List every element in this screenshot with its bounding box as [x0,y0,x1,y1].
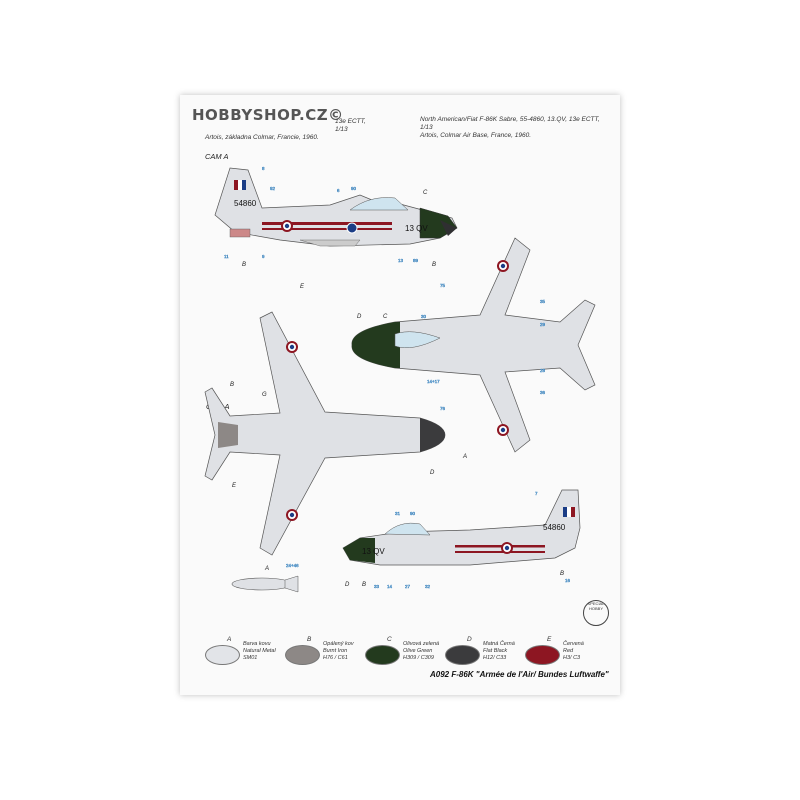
serial-bottom: 54860 [543,523,566,532]
serial-top: 54860 [234,199,257,208]
legend-d-code: H12/ C33 [483,655,507,661]
side-view-bottom: 54860 13 QV D B B [342,489,581,588]
manufacturer-logo: SPECIAL HOBBY [583,600,609,626]
legend-a-en: Natural Metal [243,648,276,654]
letter-c-topview: C [383,314,388,320]
letter-a-topview: A [462,454,467,460]
callout-16: 16 [565,578,571,583]
callouts: 8 92 6 90 11 9 13 89 75 35 30 29 28 14+1… [224,166,571,589]
legend-d-en: Flat Black [483,648,508,654]
callout-27: 27 [405,584,411,589]
callout-14: 14 [387,584,393,589]
callout-24-46: 24+46 [286,563,299,568]
letter-e-bottom: E [300,284,305,290]
callout-13: 13 [398,258,404,263]
legend-e-code: H3/ C3 [563,655,581,661]
caption-right: North American/Fiat F-86K Sabre, 55-4860… [420,116,610,140]
letter-b-side2: B [362,582,366,588]
callout-31: 31 [395,511,401,516]
cam-label: CAM A [205,152,229,161]
letter-b-top: B [242,262,246,268]
legend-e-swatch [525,645,560,665]
legend-c-letter: C [387,636,392,643]
letter-c-top: C [423,190,428,196]
legend-a: A Barva kovu Natural Metal SM01 [205,636,285,676]
letter-d-side2: D [345,582,350,588]
legend-c-swatch [365,645,400,665]
legend-b-letter: B [307,636,312,643]
caption-right-line2: Artois, Colmar Air Base, France, 1960. [420,132,532,139]
letter-d-bottom: D [430,470,435,476]
legend-a-code: SM01 [243,655,258,661]
letter-b3-side2: B [560,571,564,577]
callout-8: 8 [262,166,265,171]
caption-right-line1: North American/Fiat F-86K Sabre, 55-4860… [420,116,600,131]
legend-d-swatch [445,645,480,665]
legend-e-en: Red [563,648,574,654]
callout-36: 36 [540,390,546,395]
callout-90b: 90 [410,511,416,516]
callout-9: 9 [262,254,265,259]
legend-c-code: H309 / C309 [403,655,434,661]
letter-d-topview: D [357,314,362,320]
legend-e-cz: Červená [563,641,584,647]
legend-d: D Matná Černá Flat Black H12/ C33 [445,636,525,676]
callout-35: 35 [540,299,546,304]
callout-89: 89 [413,258,419,263]
legend-d-cz: Matná Černá [483,641,515,647]
top-view: C D A [351,237,596,460]
callout-11: 11 [224,254,229,259]
legend-c-cz: Olivová zelená [403,641,440,647]
callout-6: 6 [337,188,340,193]
legend-a-cz: Barva kovu [243,641,271,647]
callout-7: 7 [535,491,538,496]
caption-left: 13e ECTT, 1/13 Artois, základna Colmar, … [205,118,375,142]
legend-b-cz: Opálený kov [323,641,354,647]
letter-g-bottom: G [262,392,267,398]
callout-14-17: 14+17 [427,379,440,384]
legend-c-en: Olive Green [403,648,433,654]
callout-92: 92 [270,186,276,191]
legend-a-swatch [205,645,240,665]
drop-tank: A [231,566,299,593]
caption-left-line2: Artois, základna Colmar, Francie, 1960. [205,134,319,141]
side-view-top: 54860 13 QV C B B [214,167,458,268]
code-bottom: 13 QV [362,547,385,556]
callout-28: 28 [540,368,546,373]
watermark: HOBBYSHOP.CZ© [192,106,344,124]
legend-b-code: H76 / C61 [323,655,348,661]
legend-d-letter: D [467,636,472,643]
callout-30: 30 [421,314,427,319]
legend-e: E Červená Red H3/ C3 [525,636,605,676]
callout-29: 29 [540,322,546,327]
sheet-title: A092 F-86K "Armée de l'Air/ Bundes Luftw… [430,670,609,679]
legend-c: C Olivová zelená Olive Green H309 / C309 [365,636,445,676]
legend-b: B Opálený kov Burnt Iron H76 / C61 [285,636,365,676]
letter-a-tank: A [264,566,269,572]
legend-a-letter: A [227,636,232,643]
legend-b-en: Burnt Iron [323,648,348,654]
legend-e-letter: E [547,636,552,643]
callout-76: 76 [440,406,446,411]
letter-e2-bottom: E [232,483,237,489]
callout-90: 90 [351,186,357,191]
code-top: 13 QV [405,224,428,233]
callout-32: 32 [425,584,431,589]
letter-b2-top: B [432,262,436,268]
legend-b-swatch [285,645,320,665]
callout-33: 33 [374,584,380,589]
callout-75: 75 [440,283,446,288]
letter-b-bottom: B [230,382,234,388]
caption-left-line1: 13e ECTT, 1/13 [335,118,366,133]
bottom-view: E G D B E [204,284,446,556]
